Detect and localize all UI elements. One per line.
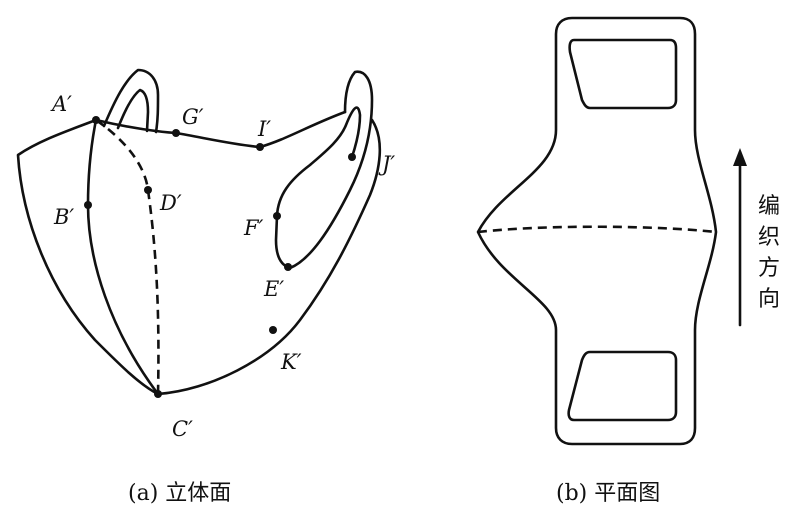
pattern-outline [476,16,718,446]
direction-char-3: 方 [758,256,780,281]
point-i-label: I′ [257,117,271,141]
point-a-dot [92,116,100,124]
point-f-dot [273,212,281,220]
panel-b-flat-pattern: 编 织 方 向 (b) 平面图 [476,16,780,506]
direction-char-2: 织 [758,225,780,250]
mask-outline [16,118,382,396]
point-c-dot [154,390,162,398]
front-crease [86,118,160,396]
point-b-dot [84,201,92,209]
left-ear-loop [102,68,160,134]
point-d-label: D′ [159,191,182,215]
bottom-cutout [567,350,678,422]
panel-a-caption: (a) 立体面 [128,481,231,506]
direction-char-4: 向 [758,287,780,312]
point-k-label: K′ [280,350,302,374]
point-i-dot [256,143,264,151]
direction-char-1: 编 [758,194,780,219]
point-c-label: C′ [172,417,193,441]
panel-b-caption: (b) 平面图 [556,481,660,506]
right-ear-inner [274,106,362,270]
arrow-head-icon [733,148,747,166]
point-e-dot [284,263,292,271]
point-e-label: E′ [263,277,284,301]
panel-a-3d-mask: A′ B′ C′ D′ E′ F′ G′ I′ J′ K′ (a) 立体面 [16,68,395,506]
point-b-label: B′ [53,205,74,229]
left-ear-inner [116,88,150,133]
point-d-dot [144,186,152,194]
mask-top-edge [94,110,347,149]
point-j-label: J′ [378,152,395,176]
top-cutout [568,38,678,110]
point-g-dot [172,129,180,137]
center-dashed-line [95,118,160,395]
point-g-label: G′ [182,105,204,129]
right-ear-outer [288,70,374,270]
point-a-label: A′ [50,92,72,116]
fold-dashed-line [477,225,717,234]
point-f-label: F′ [243,216,264,240]
point-k-dot [269,326,277,334]
point-j-dot [348,153,356,161]
